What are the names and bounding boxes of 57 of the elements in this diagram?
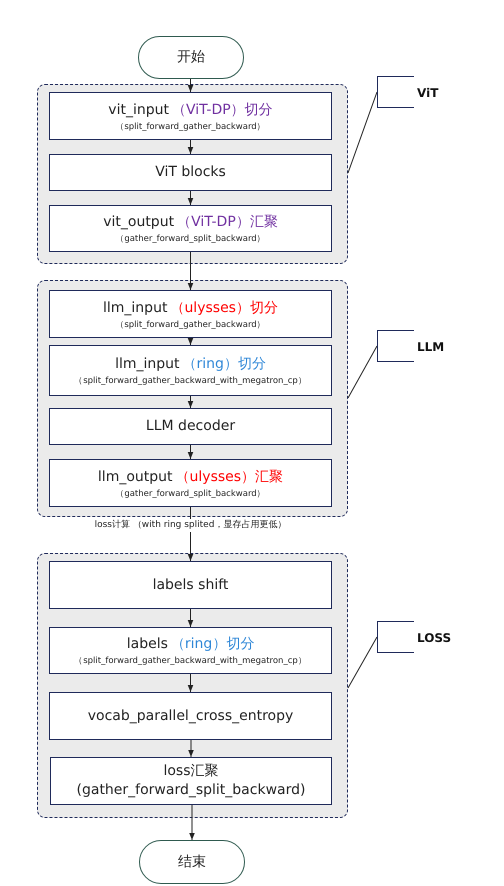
arrow	[188, 444, 194, 460]
section-label: ViT	[417, 85, 438, 102]
arrow	[188, 190, 194, 206]
process-box	[49, 154, 332, 191]
process-box	[50, 757, 332, 805]
mode-label: （ViT-DP）切分	[172, 100, 273, 120]
group-container	[37, 84, 348, 264]
function-name: （split_forward_gather_backward）	[115, 120, 266, 132]
group-container	[37, 553, 348, 818]
mode-label: （ring）切分	[170, 635, 254, 654]
step-title: llm_input	[115, 355, 180, 374]
group-container	[37, 280, 348, 517]
process-box	[49, 205, 332, 252]
arrow	[188, 740, 194, 758]
arrow	[188, 78, 194, 92]
process-box	[49, 345, 332, 396]
leader-line	[348, 346, 378, 398]
process-box	[49, 459, 332, 507]
process-box	[49, 561, 332, 609]
function-name: （gather_forward_split_backward）	[115, 233, 266, 245]
step-title: (gather_forward_split_backward)	[76, 781, 306, 800]
step-title: labels	[126, 635, 168, 654]
function-name: （split_forward_gather_backward）	[115, 318, 266, 330]
mode-label: （ViT-DP）汇聚	[177, 213, 278, 232]
step-title: ViT blocks	[155, 163, 226, 182]
step-title: labels shift	[152, 576, 228, 594]
process-box	[49, 627, 332, 674]
process-box	[49, 92, 332, 140]
step-title: vit_input	[108, 100, 169, 120]
mode-label: （ring）切分	[182, 355, 266, 374]
step-title: llm_output	[98, 468, 173, 486]
process-box	[49, 290, 332, 338]
mode-label: （ulysses）汇聚	[176, 468, 284, 486]
process-box	[49, 408, 332, 445]
process-box	[49, 692, 332, 740]
arrow	[188, 674, 194, 692]
function-name: （split_forward_gather_backward_with_megatron_cp）	[74, 375, 307, 387]
leader-line	[348, 92, 378, 174]
arrow	[188, 252, 194, 290]
terminal-label: 开始	[177, 48, 205, 67]
arrow	[189, 804, 195, 840]
step-title: llm_input	[103, 298, 168, 318]
function-name: （split_forward_gather_backward_with_megatron_cp）	[74, 655, 307, 667]
section-label: LOSS	[417, 630, 452, 647]
arrow	[188, 140, 194, 154]
function-name: （gather_forward_split_backward）	[115, 488, 266, 500]
terminal-label: 结束	[178, 852, 206, 872]
mode-label: （ulysses）切分	[170, 298, 278, 318]
step-title: LLM decoder	[146, 417, 236, 436]
step-title: loss汇聚	[163, 762, 219, 781]
arrow	[188, 396, 194, 408]
step-title: vocab_parallel_cross_entropy	[88, 706, 294, 726]
arrow	[188, 338, 194, 346]
arrow	[188, 608, 194, 628]
section-label: LLM	[417, 339, 444, 356]
leader-line	[348, 636, 378, 688]
step-title: vit_output	[103, 213, 174, 232]
